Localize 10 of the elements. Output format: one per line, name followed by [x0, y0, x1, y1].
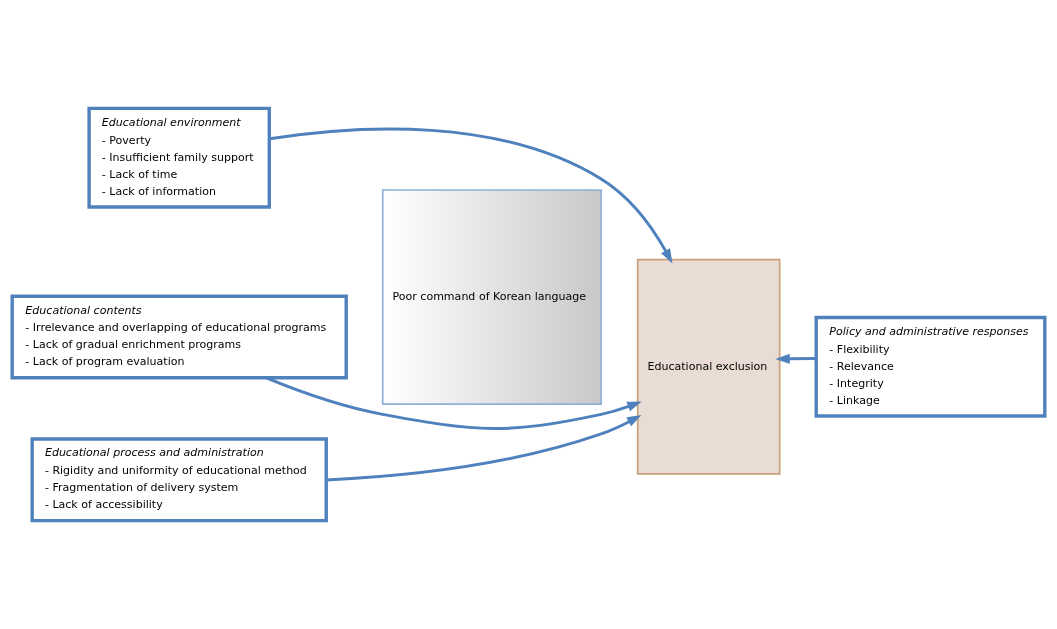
node-box: Educational exclusion — [636, 258, 781, 475]
arrow — [326, 415, 642, 482]
arrow — [775, 353, 816, 364]
node-box: Poor command of Korean language — [381, 189, 602, 405]
node-box: Educational contents - Irrelevance and overlapping of educational programs - Lack of gradual enrichment programs - Lack of program evaluation — [10, 294, 348, 380]
node-box: Policy and administrative responses - Flexibility - Relevance - Integrity - Linkage — [814, 315, 1047, 418]
node-box: Educational process and administration - Rigidity and uniformity of educational method - Fragmentation of delivery system - Lack of accessibility — [30, 437, 328, 523]
arrow — [265, 376, 642, 430]
arrow — [269, 127, 673, 264]
node-box: Educational environment - Poverty - Insufficient family support - Lack of time - Lack of information — [87, 106, 271, 209]
